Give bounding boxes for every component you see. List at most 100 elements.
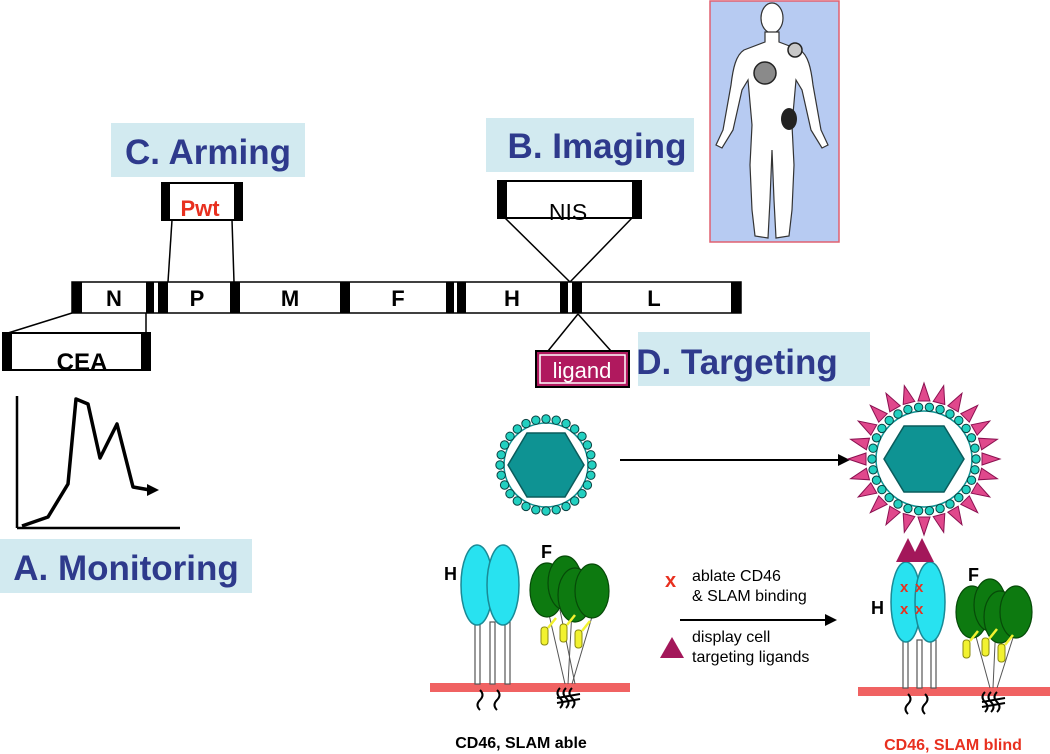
- imaging-insert: NIS: [497, 180, 642, 283]
- caption-able: CD46, SLAM able: [455, 735, 587, 752]
- body-imaging-panel: [709, 0, 840, 243]
- envelope-bead: [884, 492, 894, 503]
- targeting-ligand-spike: [977, 467, 999, 481]
- envelope-bead: [966, 475, 977, 485]
- targeting-ligand-spike: [902, 512, 916, 534]
- nis-label: NIS: [549, 199, 587, 225]
- envelope-bead: [970, 465, 980, 475]
- envelope-bead: [966, 433, 977, 443]
- targeting-ligand-spike: [959, 494, 979, 514]
- envelope-bead: [867, 454, 877, 464]
- envelope-bead: [582, 440, 593, 450]
- virus-targeted: [846, 381, 1002, 537]
- envelope-bead: [499, 480, 510, 490]
- envelope-bead: [945, 409, 955, 419]
- modification-legend: x ablate CD46 & SLAM binding display cel…: [660, 568, 837, 666]
- envelope-bead: [570, 424, 580, 434]
- ablate-line1: ablate CD46: [692, 568, 781, 585]
- targeting-ligand-spike: [946, 391, 963, 413]
- envelope-bead: [521, 501, 531, 512]
- envelope-bead: [541, 506, 551, 516]
- targeting-ligand-spike: [932, 384, 946, 406]
- envelope-bead: [877, 423, 887, 434]
- ligand-label: ligand: [553, 358, 612, 383]
- x-mark-icon: x: [665, 570, 676, 592]
- gene-f: F: [391, 286, 404, 311]
- targeting-ligand-spike: [856, 420, 878, 437]
- envelope-bead: [561, 501, 571, 512]
- envelope-bead: [954, 492, 964, 503]
- gene-n: N: [106, 286, 122, 311]
- envelope-bead: [531, 505, 541, 515]
- pwt-label: Pwt: [180, 196, 220, 221]
- envelope-bead: [587, 460, 597, 470]
- targeting-title: D. Targeting: [636, 343, 838, 382]
- envelope-bead: [913, 402, 924, 412]
- envelope-bead: [551, 505, 561, 515]
- svg-text:x: x: [915, 579, 924, 596]
- targeting-ligand-spike: [959, 404, 979, 424]
- envelope-bead: [531, 415, 541, 425]
- envelope-bead: [586, 450, 596, 460]
- envelope-bead: [971, 454, 981, 464]
- monitoring-header: A. Monitoring: [0, 539, 252, 593]
- monitoring-curve: [15, 396, 180, 530]
- imaging-header: B. Imaging: [486, 118, 694, 172]
- tumor-light-grey: [787, 42, 803, 58]
- envelope-bead: [954, 415, 964, 426]
- cea-label: CEA: [57, 349, 108, 376]
- targeting-ligand-spike: [856, 481, 878, 498]
- targeting-header: D. Targeting: [636, 332, 870, 386]
- caption-blind: CD46, SLAM blind: [884, 737, 1022, 754]
- envelope-bead: [871, 475, 882, 485]
- envelope-bead: [961, 423, 971, 434]
- envelope-bead: [961, 484, 971, 495]
- gene-m: M: [281, 286, 299, 311]
- arming-header: C. Arming: [111, 123, 305, 177]
- monitoring-title: A. Monitoring: [13, 549, 239, 588]
- envelope-bead: [499, 440, 510, 450]
- envelope-bead: [893, 409, 903, 419]
- targeting-ligand-spike: [970, 481, 992, 498]
- targeting-ligand-spike: [885, 391, 902, 413]
- envelope-bead: [893, 499, 903, 509]
- targeting-ligand-spike: [932, 512, 946, 534]
- targeting-insert: ligand: [535, 313, 630, 388]
- targeting-ligand-spike: [977, 437, 999, 451]
- ligand-triangle-icon: [660, 637, 684, 658]
- h-protein-label: H: [444, 564, 457, 584]
- targeting-ligand-spike: [869, 494, 889, 514]
- targeting-ligand-spike: [849, 437, 871, 451]
- envelope-bead: [512, 424, 522, 434]
- svg-text:x: x: [900, 579, 909, 596]
- human-figure-icon: [715, 2, 829, 239]
- gene-h: H: [504, 286, 520, 311]
- f-protein-label-modified: F: [968, 565, 979, 585]
- envelope-bead: [512, 496, 522, 506]
- envelope-bead: [871, 433, 882, 443]
- envelope-bead: [551, 415, 561, 425]
- tumor-dark: [781, 108, 797, 130]
- targeting-ligand-spike: [970, 420, 992, 437]
- native-envelope: H F: [430, 542, 630, 711]
- display-line2: targeting ligands: [692, 649, 809, 666]
- targeting-ligand-spike: [902, 384, 916, 406]
- envelope-bead: [945, 499, 955, 509]
- envelope-bead: [570, 496, 580, 506]
- imaging-title: B. Imaging: [508, 127, 687, 166]
- targeting-ligand-spike: [869, 404, 889, 424]
- envelope-bead: [924, 402, 935, 412]
- h-protein-label-modified: H: [871, 598, 884, 618]
- envelope-bead: [586, 470, 596, 480]
- genome-bar: N P M F H L: [71, 281, 742, 314]
- envelope-bead: [913, 506, 924, 516]
- ablate-line2: & SLAM binding: [692, 588, 807, 605]
- svg-text:x: x: [915, 601, 924, 618]
- arming-title: C. Arming: [125, 133, 291, 172]
- envelope-bead: [505, 431, 515, 441]
- envelope-bead: [577, 489, 587, 499]
- targeting-ligand-spike: [849, 467, 871, 481]
- arming-insert: Pwt: [161, 182, 243, 283]
